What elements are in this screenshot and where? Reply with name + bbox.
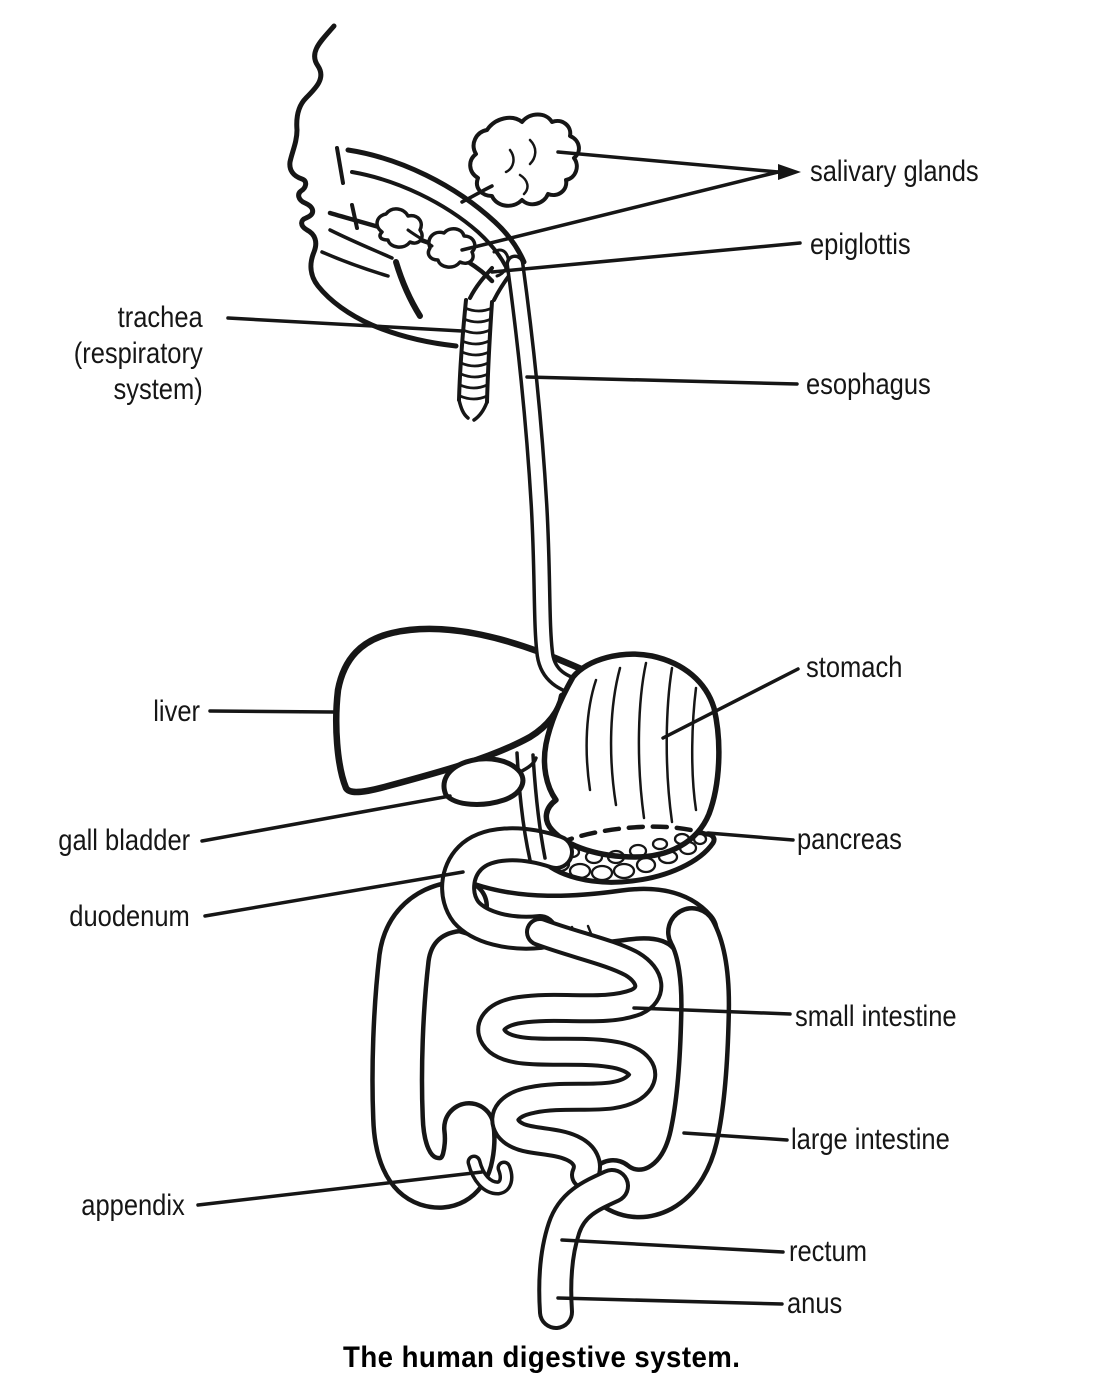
parotid-gland — [468, 112, 581, 208]
head-profile — [287, 23, 459, 349]
label-trachea-line3: system) — [113, 373, 203, 406]
leader-epiglottis — [490, 241, 802, 274]
label-rectum: rectum — [789, 1235, 867, 1268]
jaw-inner-line — [393, 259, 423, 319]
leader-large-intestine — [682, 1131, 789, 1142]
gall-bladder-shape — [441, 756, 538, 807]
label-trachea-line2: (respiratory — [74, 337, 203, 370]
trachea-rings — [458, 306, 494, 401]
label-gall-bladder: gall bladder — [58, 824, 190, 857]
label-stomach: stomach — [806, 651, 903, 684]
bile-duct-shape — [515, 751, 547, 862]
leader-appendix — [196, 1170, 484, 1207]
label-trachea-line1: trachea — [117, 301, 203, 334]
submandibular-gland — [426, 227, 477, 269]
leader-pancreas — [706, 831, 795, 842]
esophagus-shape — [515, 264, 584, 689]
figure-caption: The human digestive system. — [343, 1341, 741, 1374]
leader-stomach — [661, 667, 800, 740]
small-intestine-shape — [491, 932, 648, 1175]
label-epiglottis: epiglottis — [810, 228, 911, 261]
pancreas-lobules — [549, 832, 708, 882]
sublingual-gland — [375, 207, 424, 249]
salivary-arrowhead — [778, 164, 801, 180]
leader-duodenum — [203, 870, 465, 918]
label-esophagus: esophagus — [806, 368, 931, 401]
label-large-intestine: large intestine — [791, 1123, 950, 1156]
leader-esophagus — [525, 375, 799, 386]
stomach-shape — [541, 651, 722, 860]
stomach-rugae — [585, 661, 698, 824]
label-appendix: appendix — [81, 1189, 185, 1222]
trachea-shape — [457, 266, 513, 422]
leader-liver — [208, 709, 335, 714]
label-salivary-glands: salivary glands — [810, 155, 979, 188]
leader-salivary-upper — [556, 150, 780, 174]
salivary-glands-shape — [375, 112, 581, 269]
leader-anus — [556, 1296, 784, 1306]
label-small-intestine: small intestine — [795, 1000, 957, 1033]
label-pancreas: pancreas — [797, 823, 902, 856]
leader-salivary-lower — [460, 170, 780, 252]
leader-lines — [196, 150, 802, 1306]
label-liver: liver — [153, 695, 200, 728]
label-anus: anus — [787, 1287, 843, 1320]
label-duodenum: duodenum — [69, 900, 190, 933]
leader-rectum — [560, 1238, 785, 1254]
salivary-duct — [460, 184, 494, 204]
leader-small-intestine — [632, 1006, 792, 1016]
rectum-shape — [555, 1186, 612, 1312]
teeth-lines — [335, 146, 359, 230]
leader-gall-bladder — [200, 794, 452, 843]
leader-trachea — [226, 316, 464, 333]
label-trachea: trachea (respiratory system) — [74, 300, 203, 408]
